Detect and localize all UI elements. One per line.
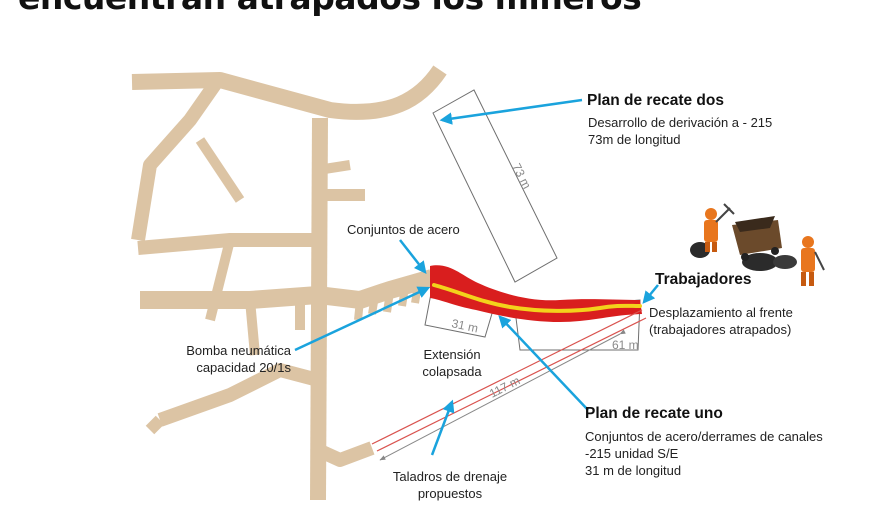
trabajadores-title: Trabajadores (655, 271, 752, 288)
measure-61m-label: 61 m (612, 338, 639, 352)
leader-arrows (294, 98, 659, 456)
plan-uno-line1: Conjuntos de acero/derrames de canales (585, 429, 823, 444)
headline: encuentran atrapados los mineros (18, 0, 642, 17)
trabajadores-line2: (trabajadores atrapados) (649, 322, 792, 337)
plan-dos-line2: 73m de longitud (588, 132, 681, 147)
measure-73m-label: 73 m (509, 161, 534, 191)
trabajadores-line1: Desplazamiento al frente (649, 305, 793, 320)
measure-31m-label: 31 m (450, 316, 479, 335)
plan-dos-title: Plan de recate dos (587, 92, 724, 109)
arrow-plan-uno (498, 315, 589, 411)
ore-cart-icon (732, 216, 782, 261)
taladros-line2: propuestos (417, 486, 483, 501)
plan-uno-line3: 31 m de longitud (585, 463, 682, 478)
miners-illustration-icon (690, 203, 825, 286)
steel-sets-line (432, 283, 642, 313)
plan-uno-line2: -215 unidad S/E (585, 446, 679, 461)
arrow-bomba (294, 286, 431, 352)
conjuntos-label: Conjuntos de acero (347, 222, 460, 237)
extension-line2: colapsada (422, 364, 482, 379)
measure-117m-line (379, 329, 626, 461)
arrow-conjuntos (399, 239, 427, 274)
arrow-taladros (430, 399, 455, 456)
plan-uno-title: Plan de recate uno (585, 405, 723, 422)
extension-line1: Extensión (423, 347, 481, 362)
mine-tunnels (131, 65, 447, 501)
bomba-line1: Bomba neumática (186, 343, 291, 358)
arrow-plan-dos (439, 98, 583, 125)
taladros-line1: Taladros de drenaje (392, 469, 508, 484)
bomba-line2: capacidad 20/1s (196, 360, 291, 375)
plan-dos-line1: Desarrollo de derivación a - 215 (588, 115, 773, 130)
plan-dos-outline (432, 89, 558, 283)
arrow-trabajadores (642, 284, 659, 304)
